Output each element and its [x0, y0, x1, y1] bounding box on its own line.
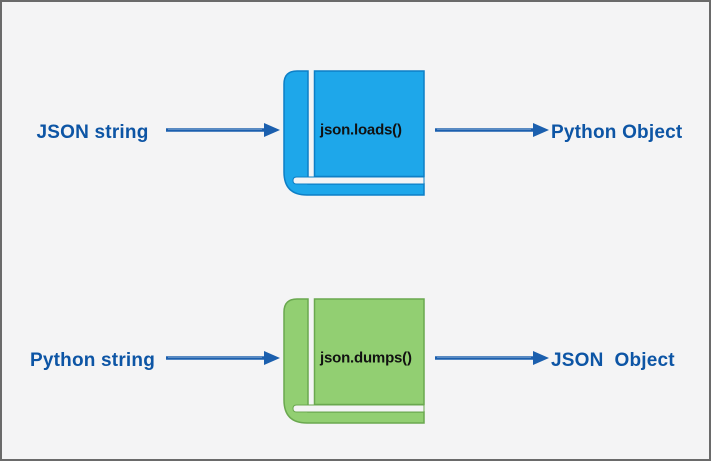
- function-label: json.dumps(): [320, 349, 412, 367]
- arrow-right-icon: [166, 123, 280, 137]
- input-label: JSON string: [36, 122, 149, 143]
- output-label: Python Object: [551, 122, 683, 143]
- output-label: JSON Object: [551, 350, 675, 371]
- row-json-dumps: Python string json.dumps() JSON Object: [2, 298, 709, 424]
- row-json-loads: JSON string json.loads() Python Object: [2, 70, 709, 196]
- arrow-right-icon: [166, 351, 280, 365]
- book-icon: [283, 298, 425, 424]
- arrow-right-icon: [435, 123, 549, 137]
- input-label: Python string: [29, 350, 156, 371]
- function-label: json.loads(): [320, 121, 402, 139]
- arrow-right-icon: [435, 351, 549, 365]
- book-icon: [283, 70, 425, 196]
